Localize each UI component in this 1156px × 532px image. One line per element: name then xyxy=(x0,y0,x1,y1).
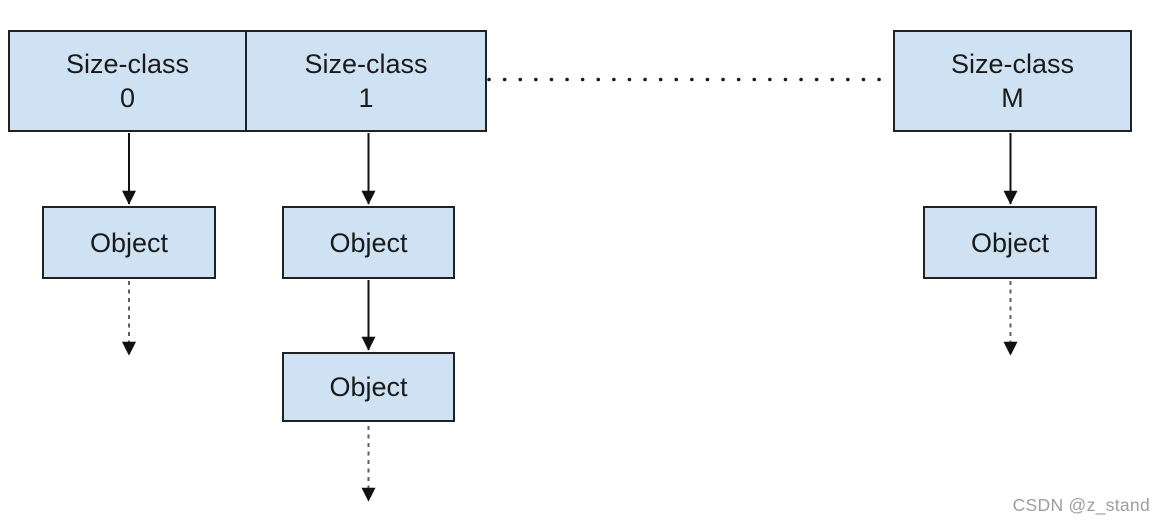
size-class-1-label: Size-class xyxy=(304,49,428,79)
size-class-0-label: Size-class xyxy=(65,49,190,79)
object-box-colM: Object xyxy=(923,206,1097,279)
size-class-1-box: Size-class 1 xyxy=(245,30,487,132)
size-class-M-index: M xyxy=(1001,83,1024,113)
size-class-M-box: Size-class M xyxy=(893,30,1132,132)
size-class-M-label: Size-class xyxy=(950,49,1075,79)
size-class-0-box: Size-class 0 xyxy=(8,30,247,132)
object-box-col1-second: Object xyxy=(282,352,455,422)
size-class-0-index: 0 xyxy=(119,83,136,113)
object-box-col1-first: Object xyxy=(282,206,455,279)
size-class-1-index: 1 xyxy=(358,83,374,113)
csdn-watermark: CSDN @z_stand xyxy=(1012,495,1150,515)
object-box-col0: Object xyxy=(42,206,216,279)
